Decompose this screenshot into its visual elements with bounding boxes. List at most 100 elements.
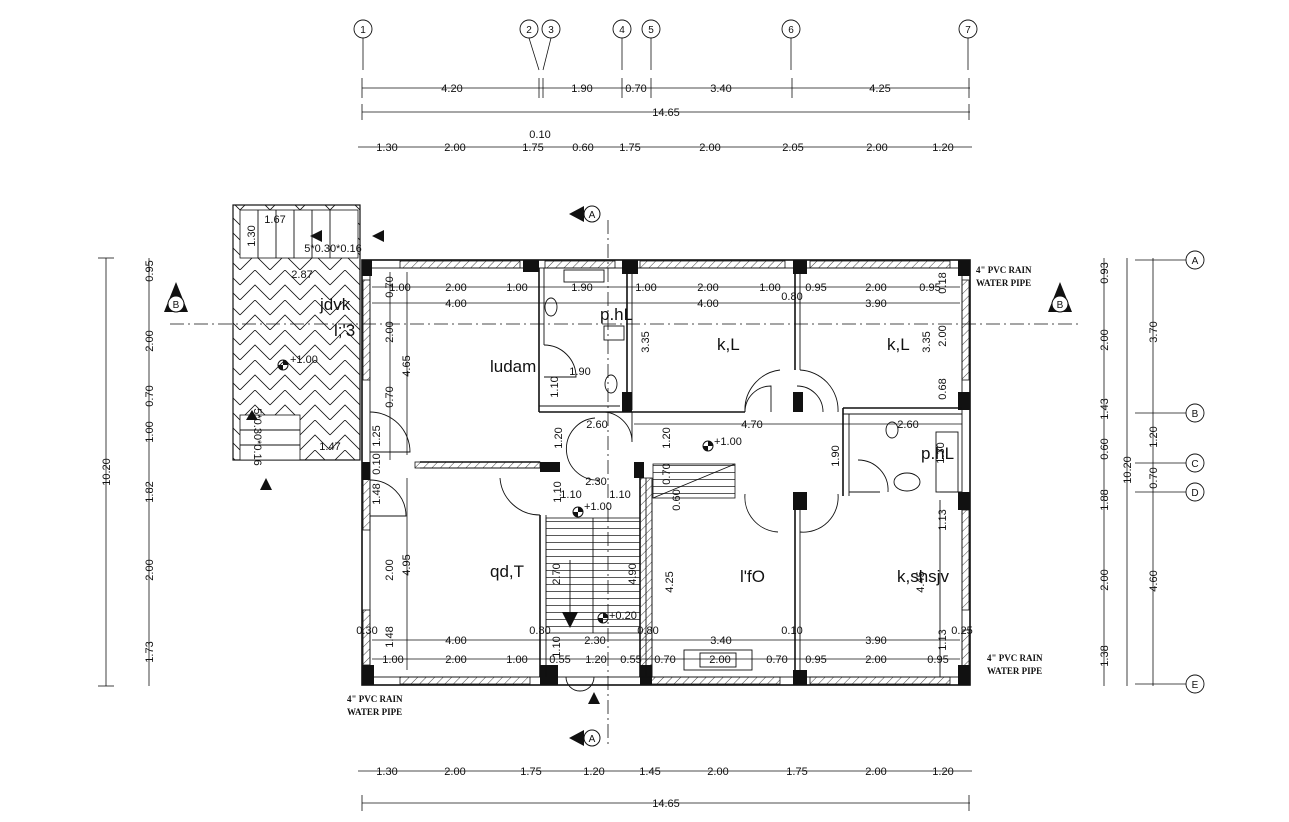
building-walls <box>361 259 971 692</box>
dim-b1-d: 1.20 <box>583 766 604 778</box>
grid-label-6: 6 <box>788 25 794 36</box>
idim-0-80b: 0.80 <box>529 625 550 637</box>
pipe-note-br-line2: WATER PIPE <box>987 666 1042 676</box>
idim-1-90a: 1.90 <box>571 282 592 294</box>
dim-t3-g: 2.05 <box>782 142 803 154</box>
room-drawing-sub: l;'3 <box>334 321 355 340</box>
idim-1-48: 1.48 <box>371 483 383 504</box>
idim-0-80c: 0.80 <box>637 625 658 637</box>
idim-b-0-95a: 0.95 <box>805 654 826 666</box>
dim-top-4-20: 4.20 <box>441 83 462 95</box>
idim-4-65: 4.65 <box>401 355 413 376</box>
dim-right-out-0: 3.70 <box>1148 321 1160 342</box>
dim-right-out-2: 0.70 <box>1148 467 1160 488</box>
section-label-a-bottom: A <box>589 734 596 745</box>
dim-b1-b: 2.00 <box>444 766 465 778</box>
right-dimensions: 0.93 2.00 1.43 0.60 1.88 2.00 1.38 10.20… <box>1099 258 1186 686</box>
grid-label-3: 3 <box>548 25 554 36</box>
room-labels: jdvk l;'3 ludam p.hL k,L k,L p.hL qd,T l… <box>319 295 954 586</box>
grid-bubble-6: 6 <box>781 19 801 70</box>
idim-b-0-70a: 0.70 <box>654 654 675 666</box>
room-bed-2: k,L <box>887 335 910 354</box>
idim-2-70: 2.70 <box>551 563 563 584</box>
room-bed-3: qd,T <box>490 562 524 581</box>
idim-2-60b: 2.60 <box>897 419 918 431</box>
grid-bubble-3: 3 <box>541 19 561 71</box>
grid-bubble-2: 2 <box>519 19 540 71</box>
idim-1-10vc: 1.10 <box>551 636 563 657</box>
dim-right-in-5: 2.00 <box>1099 569 1111 590</box>
room-bath-top: p.hL <box>600 305 633 324</box>
pipe-note-br-line1: 4" PVC RAIN <box>987 653 1043 663</box>
level-marker-hall: +1.00 <box>702 436 742 452</box>
idim-3-90a: 3.90 <box>865 298 886 310</box>
section-mark-b-right: B <box>1048 282 1072 313</box>
idim-2-00c: 2.00 <box>865 282 886 294</box>
idim-b-0-55b: 0.55 <box>620 654 641 666</box>
grid-label-c: C <box>1191 459 1198 470</box>
interior-dimensions: 1.00 2.00 1.00 1.90 1.00 2.00 1.00 0.95 … <box>356 272 973 670</box>
dim-top-4-25: 4.25 <box>869 83 890 95</box>
idim-b-2-00a: 2.00 <box>445 654 466 666</box>
idim-b-1-00a: 1.00 <box>382 654 403 666</box>
idim-0-70va: 0.70 <box>384 276 396 297</box>
grid-label-b: B <box>1192 409 1199 420</box>
level-marker-stair-top: +1.00 <box>572 501 612 518</box>
section-label-b-right: B <box>1057 300 1064 311</box>
idim-0-68: 0.68 <box>937 378 949 399</box>
dim-t3-a: 1.30 <box>376 142 397 154</box>
entry-arrow-icon <box>588 692 600 704</box>
grid-label-4: 4 <box>619 25 625 36</box>
dim-right-out-1: 1.20 <box>1148 426 1160 447</box>
section-label-a-top: A <box>589 210 596 221</box>
section-mark-a-top: A <box>569 205 601 223</box>
idim-0-80a: 0.80 <box>781 291 802 303</box>
top-dimension-row-3: 1.30 2.00 1.75 0.60 1.75 2.00 2.05 2.00 … <box>358 142 972 154</box>
grid-bubble-c: C <box>1185 453 1205 473</box>
dim-t3-c: 1.75 <box>522 142 543 154</box>
dim-left-seg-2: 0.70 <box>144 385 156 406</box>
idim-2-00a: 2.00 <box>445 282 466 294</box>
grid-label-e: E <box>1192 680 1199 691</box>
idim-0-70v: 0.70 <box>384 386 396 407</box>
dim-t3-b: 2.00 <box>444 142 465 154</box>
idim-3-35b: 3.35 <box>921 331 933 352</box>
idim-1-48b: 1.48 <box>384 626 396 647</box>
dim-left-seg-0: 0.95 <box>144 260 156 281</box>
idim-4-00b: 4.00 <box>697 298 718 310</box>
section-mark-a-bottom: A <box>569 729 601 747</box>
idim-2-00v: 2.00 <box>384 321 396 342</box>
idim-2-00vc: 2.00 <box>384 559 396 580</box>
dim-t3-e: 1.75 <box>619 142 640 154</box>
dim-left-seg-1: 2.00 <box>144 330 156 351</box>
idim-2-30a: 2.30 <box>585 476 606 488</box>
dim-stair-1-47: 1.47 <box>319 441 340 453</box>
grid-label-a: A <box>1192 256 1199 267</box>
room-bed-1: k,L <box>717 335 740 354</box>
idim-3-40: 3.40 <box>710 635 731 647</box>
dim-b1-i: 1.20 <box>932 766 953 778</box>
pipe-note-tr-line2: WATER PIPE <box>976 278 1031 288</box>
grid-label-d: D <box>1191 488 1198 499</box>
idim-b-0-55a: 0.55 <box>549 654 570 666</box>
grid-bubble-7: 7 <box>958 19 978 70</box>
left-dimensions: 10.20 0.95 2.00 0.70 1.00 1.82 2.00 1.73 <box>98 257 156 687</box>
grid-label-5: 5 <box>648 25 654 36</box>
dim-left-total: 10.20 <box>101 458 113 486</box>
dim-left-seg-5: 2.00 <box>144 559 156 580</box>
dim-right-total: 10.20 <box>1122 456 1134 484</box>
idim-0-95b: 0.95 <box>919 282 940 294</box>
idim-b-2-00b: 2.00 <box>709 654 730 666</box>
idim-1-10v: 1.10 <box>549 376 561 397</box>
right-grid-bubbles: A B C D E <box>1185 250 1205 694</box>
dim-b1-a: 1.30 <box>376 766 397 778</box>
idim-1-20a: 1.20 <box>661 427 673 448</box>
pipe-note-bottom-right: 4" PVC RAIN WATER PIPE <box>987 653 1043 676</box>
top-dimension-row-1: 4.20 1.90 0.70 3.40 4.25 <box>361 78 970 98</box>
dim-t3-f: 2.00 <box>699 142 720 154</box>
pipe-note-bl-line1: 4" PVC RAIN <box>347 694 403 704</box>
level-stair-label: +1.00 <box>290 354 318 366</box>
idim-4-00a: 4.00 <box>445 298 466 310</box>
room-dining: ludam <box>490 357 536 376</box>
grid-label-1: 1 <box>360 25 366 36</box>
